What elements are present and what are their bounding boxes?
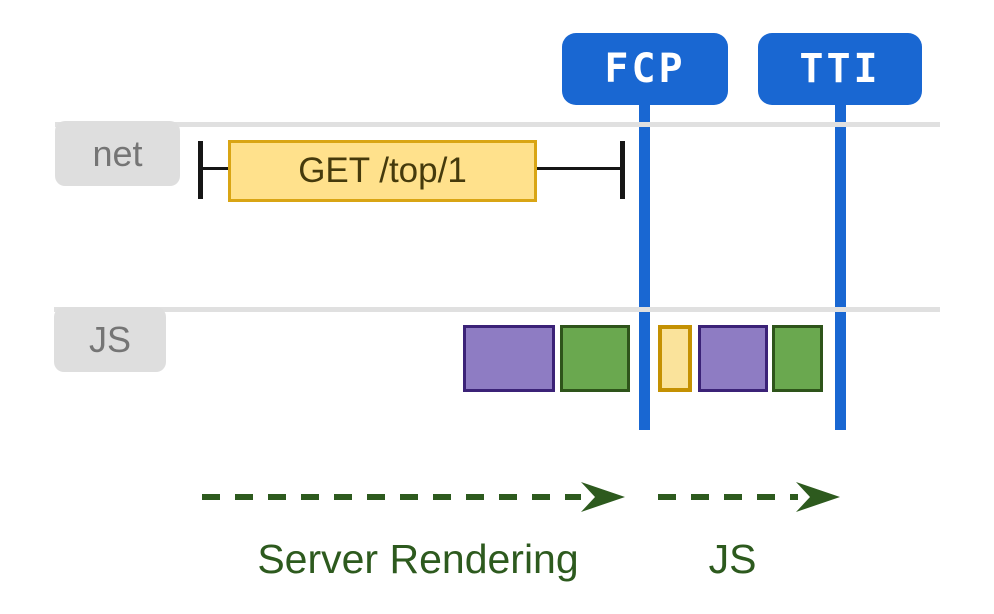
tti-marker-line <box>835 98 846 430</box>
request-end-tick <box>620 141 625 199</box>
js-task-block-purple <box>698 325 768 392</box>
request-start-connector <box>203 167 228 170</box>
js-phase-arrow <box>658 482 840 512</box>
js-task-block-green <box>772 325 823 392</box>
phase-label-server-rendering: Server Rendering <box>257 536 579 582</box>
js-task-block-yellow <box>658 325 692 392</box>
request-start-tick <box>198 141 203 199</box>
arrow-head-icon <box>796 482 840 512</box>
arrow-head-icon <box>581 482 625 512</box>
request-end-connector <box>537 167 620 170</box>
server-rendering-phase-arrow <box>202 482 625 512</box>
js-task-block-purple <box>463 325 555 392</box>
tti-badge: TTI <box>758 33 922 105</box>
js-task-block-green <box>560 325 630 392</box>
js-lane-label: JS <box>54 307 166 372</box>
fcp-marker-line <box>639 98 650 430</box>
net-track-line <box>55 122 940 127</box>
net-lane-label: net <box>55 121 180 186</box>
fcp-badge: FCP <box>562 33 728 105</box>
js-track-line <box>54 307 940 312</box>
network-request-bar: GET /top/1 <box>228 140 537 202</box>
phase-label-js: JS <box>708 536 757 582</box>
